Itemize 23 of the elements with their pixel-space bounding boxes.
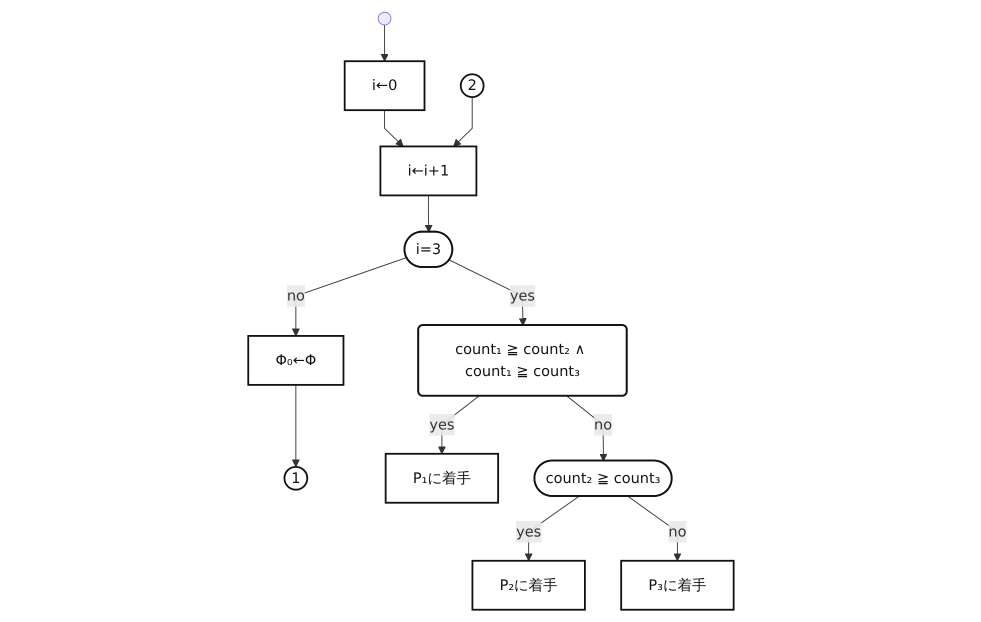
arrow — [627, 496, 681, 562]
edge-label: yes — [428, 416, 454, 433]
edge-label: no — [286, 286, 304, 304]
arrow — [424, 194, 432, 232]
edge-label: yes — [509, 286, 535, 304]
arrow — [291, 384, 300, 468]
node-circle: 1 — [283, 466, 308, 491]
arrow — [452, 96, 472, 147]
node-box: i←0 — [343, 60, 425, 112]
arrow — [291, 257, 407, 336]
edge-label: no — [668, 522, 686, 540]
arrow — [566, 396, 607, 462]
arrow — [384, 110, 404, 147]
arrow — [380, 24, 388, 62]
node-box: P₂に着手 — [471, 560, 586, 611]
node-circle — [377, 12, 391, 26]
node-box: Φ₀←Φ — [246, 335, 344, 386]
node-box: P₃に着手 — [620, 560, 734, 611]
node-circle: 2 — [459, 73, 484, 98]
edge-label: no — [594, 416, 612, 433]
node-box: i←i+1 — [379, 146, 477, 196]
node-box: P₁に着手 — [384, 452, 499, 504]
edge-label: yes — [516, 522, 541, 540]
